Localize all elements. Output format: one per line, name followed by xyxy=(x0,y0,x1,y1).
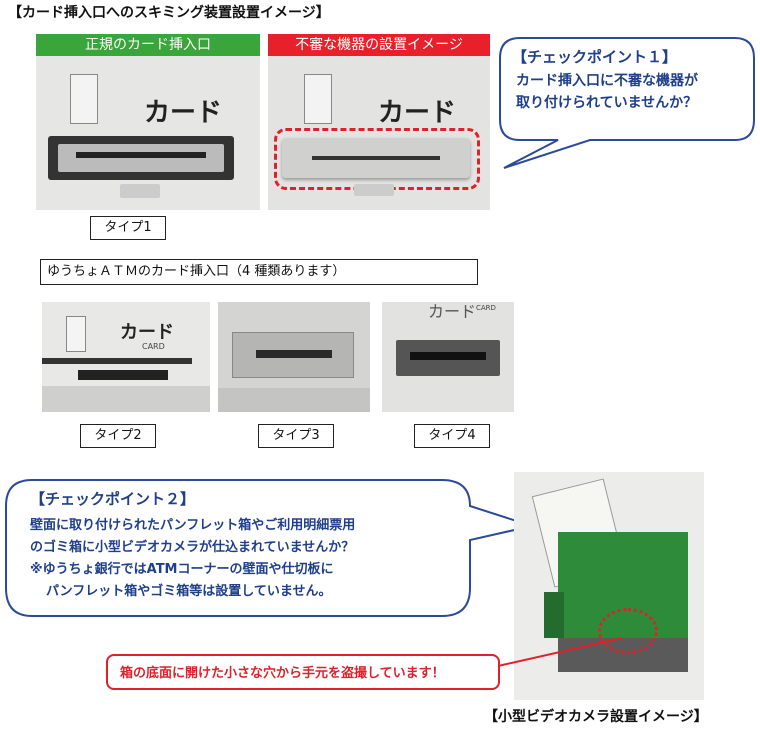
skimmer-slot xyxy=(312,156,440,160)
slot-opening xyxy=(78,370,168,380)
type1-label: タイプ1 xyxy=(90,216,166,240)
card-label: カード xyxy=(378,98,457,128)
slot-lower xyxy=(218,388,370,412)
checkpoint1-line1: カード挿入口に不審な機器が xyxy=(516,73,698,89)
checkpoint2-line2: のゴミ箱に小型ビデオカメラが仕込まれていませんか？ xyxy=(30,540,355,555)
slot-tab xyxy=(120,184,160,198)
suspect-slot-header: 不審な機器の設置イメージ xyxy=(268,34,490,56)
slot-inner xyxy=(58,144,224,172)
atm-slots-heading: ゆうちょＡＴＭのカード挿入口（4 種類あります） xyxy=(40,259,478,285)
warning-callout-line xyxy=(497,637,623,667)
camera-box-photo xyxy=(514,472,704,700)
type3-photo xyxy=(218,302,370,412)
slot-lower xyxy=(42,386,210,412)
warning-box xyxy=(106,654,500,690)
card-icon xyxy=(304,74,332,124)
slot-bezel xyxy=(42,358,192,364)
slot-opening xyxy=(256,350,332,358)
type4-photo: カード CARD xyxy=(382,302,514,412)
card-icon xyxy=(70,74,98,124)
checkpoint1-bubble xyxy=(499,37,755,169)
card-sub-label: CARD xyxy=(476,304,496,312)
slot-frame xyxy=(232,332,354,378)
camera-hole-highlight xyxy=(598,608,658,654)
checkpoint2-heading: 【チェックポイント２】 xyxy=(30,490,196,508)
type4-label: タイプ4 xyxy=(414,424,490,448)
card-label: カード xyxy=(428,302,477,321)
green-box-side xyxy=(544,592,564,638)
type2-photo: カード CARD xyxy=(42,302,210,412)
slot-tab xyxy=(354,184,394,196)
slot-opening xyxy=(410,352,486,360)
checkpoint2-bubble xyxy=(5,479,536,617)
camera-caption: 【小型ビデオカメラ設置イメージ】 xyxy=(484,709,708,725)
card-label: カード xyxy=(120,322,174,343)
suspect-slot-photo: 不審な機器の設置イメージ カード xyxy=(268,34,490,210)
card-icon xyxy=(66,316,86,352)
checkpoint2-line1: 壁面に取り付けられたパンフレット箱やご利用明細票用 xyxy=(30,518,356,533)
card-label: カード xyxy=(144,98,223,128)
slot-opening xyxy=(76,152,206,158)
type3-label: タイプ3 xyxy=(258,424,334,448)
legit-slot-photo: 正規のカード挿入口 カード xyxy=(36,34,260,210)
checkpoint1-line2: 取り付けられていませんか？ xyxy=(516,95,698,111)
page-title: 【カード挿入口へのスキミング装置設置イメージ】 xyxy=(8,5,330,21)
type2-label: タイプ2 xyxy=(80,424,156,448)
warning-text: 箱の底面に開けた小さな穴から手元を盗撮しています！ xyxy=(120,666,445,681)
checkpoint2-line4: パンフレット箱やゴミ箱等は設置していません。 xyxy=(46,584,332,599)
checkpoint2-line3: ※ゆうちょ銀行ではATMコーナーの壁面や仕切板に xyxy=(30,562,334,577)
checkpoint1-heading: 【チェックポイント１】 xyxy=(512,48,678,66)
legit-slot-header: 正規のカード挿入口 xyxy=(36,34,260,56)
skimmer-highlight xyxy=(274,128,480,190)
card-sub-label: CARD xyxy=(142,342,165,351)
